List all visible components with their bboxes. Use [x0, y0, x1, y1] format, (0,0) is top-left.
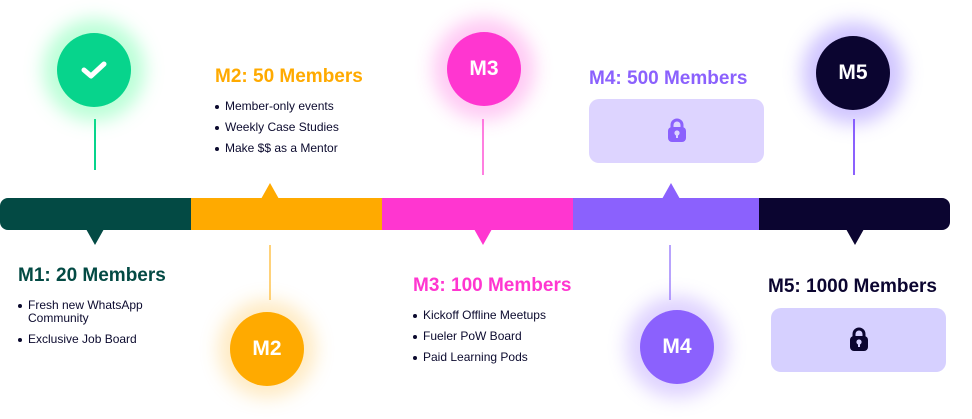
connector-m2	[269, 245, 271, 300]
milestone-list-m2: Member-only events Weekly Case Studies M…	[215, 100, 385, 163]
connector-m1	[94, 119, 96, 170]
timeline-bar	[0, 198, 950, 230]
milestone-list-m3: Kickoff Offline Meetups Fueler PoW Board…	[413, 309, 583, 372]
milestone-circle-m4: M4	[640, 310, 714, 384]
milestone-title-m5: M5: 1000 Members	[768, 276, 937, 297]
connector-m5	[853, 119, 855, 175]
pointer-m4	[662, 183, 680, 199]
check-icon	[81, 61, 107, 79]
milestone-title-m3: M3: 100 Members	[413, 275, 572, 296]
pointer-m1	[86, 229, 104, 245]
timeline-segment-m2	[191, 198, 382, 230]
milestone-circle-m2: M2	[230, 312, 304, 386]
pointer-m2	[261, 183, 279, 199]
milestone-circle-label: M3	[469, 57, 499, 80]
milestone-circle-label: M4	[662, 335, 692, 358]
milestone-circle-m3: M3	[447, 32, 521, 106]
list-item: Exclusive Job Board	[18, 333, 188, 346]
timeline-segment-m5	[759, 198, 950, 230]
lock-icon	[667, 118, 686, 142]
list-item: Paid Learning Pods	[413, 351, 583, 364]
milestone-title-m1: M1: 20 Members	[18, 265, 166, 286]
lock-icon	[849, 327, 868, 351]
list-item: Weekly Case Studies	[215, 121, 385, 134]
timeline-segment-m1	[0, 198, 191, 230]
milestone-list-m1: Fresh new WhatsApp Community Exclusive J…	[18, 299, 188, 354]
locked-box-m5	[771, 308, 946, 372]
list-item: Fresh new WhatsApp Community	[18, 299, 168, 325]
milestone-circle-m1	[57, 33, 131, 107]
connector-m3	[482, 119, 484, 175]
connector-m4	[669, 245, 671, 300]
milestone-title-m2: M2: 50 Members	[215, 66, 363, 87]
timeline-segment-m4	[573, 198, 759, 230]
list-item: Member-only events	[215, 100, 385, 113]
milestone-title-m4: M4: 500 Members	[589, 68, 748, 89]
list-item: Fueler PoW Board	[413, 330, 583, 343]
milestone-circle-label: M5	[838, 61, 868, 84]
timeline-segment-m3	[382, 198, 573, 230]
pointer-m5	[846, 229, 864, 245]
pointer-m3	[474, 229, 492, 245]
locked-box-m4	[589, 99, 764, 163]
milestone-circle-m5: M5	[816, 36, 890, 110]
list-item: Kickoff Offline Meetups	[413, 309, 583, 322]
milestone-circle-label: M2	[252, 337, 282, 360]
list-item: Make $$ as a Mentor	[215, 142, 385, 155]
